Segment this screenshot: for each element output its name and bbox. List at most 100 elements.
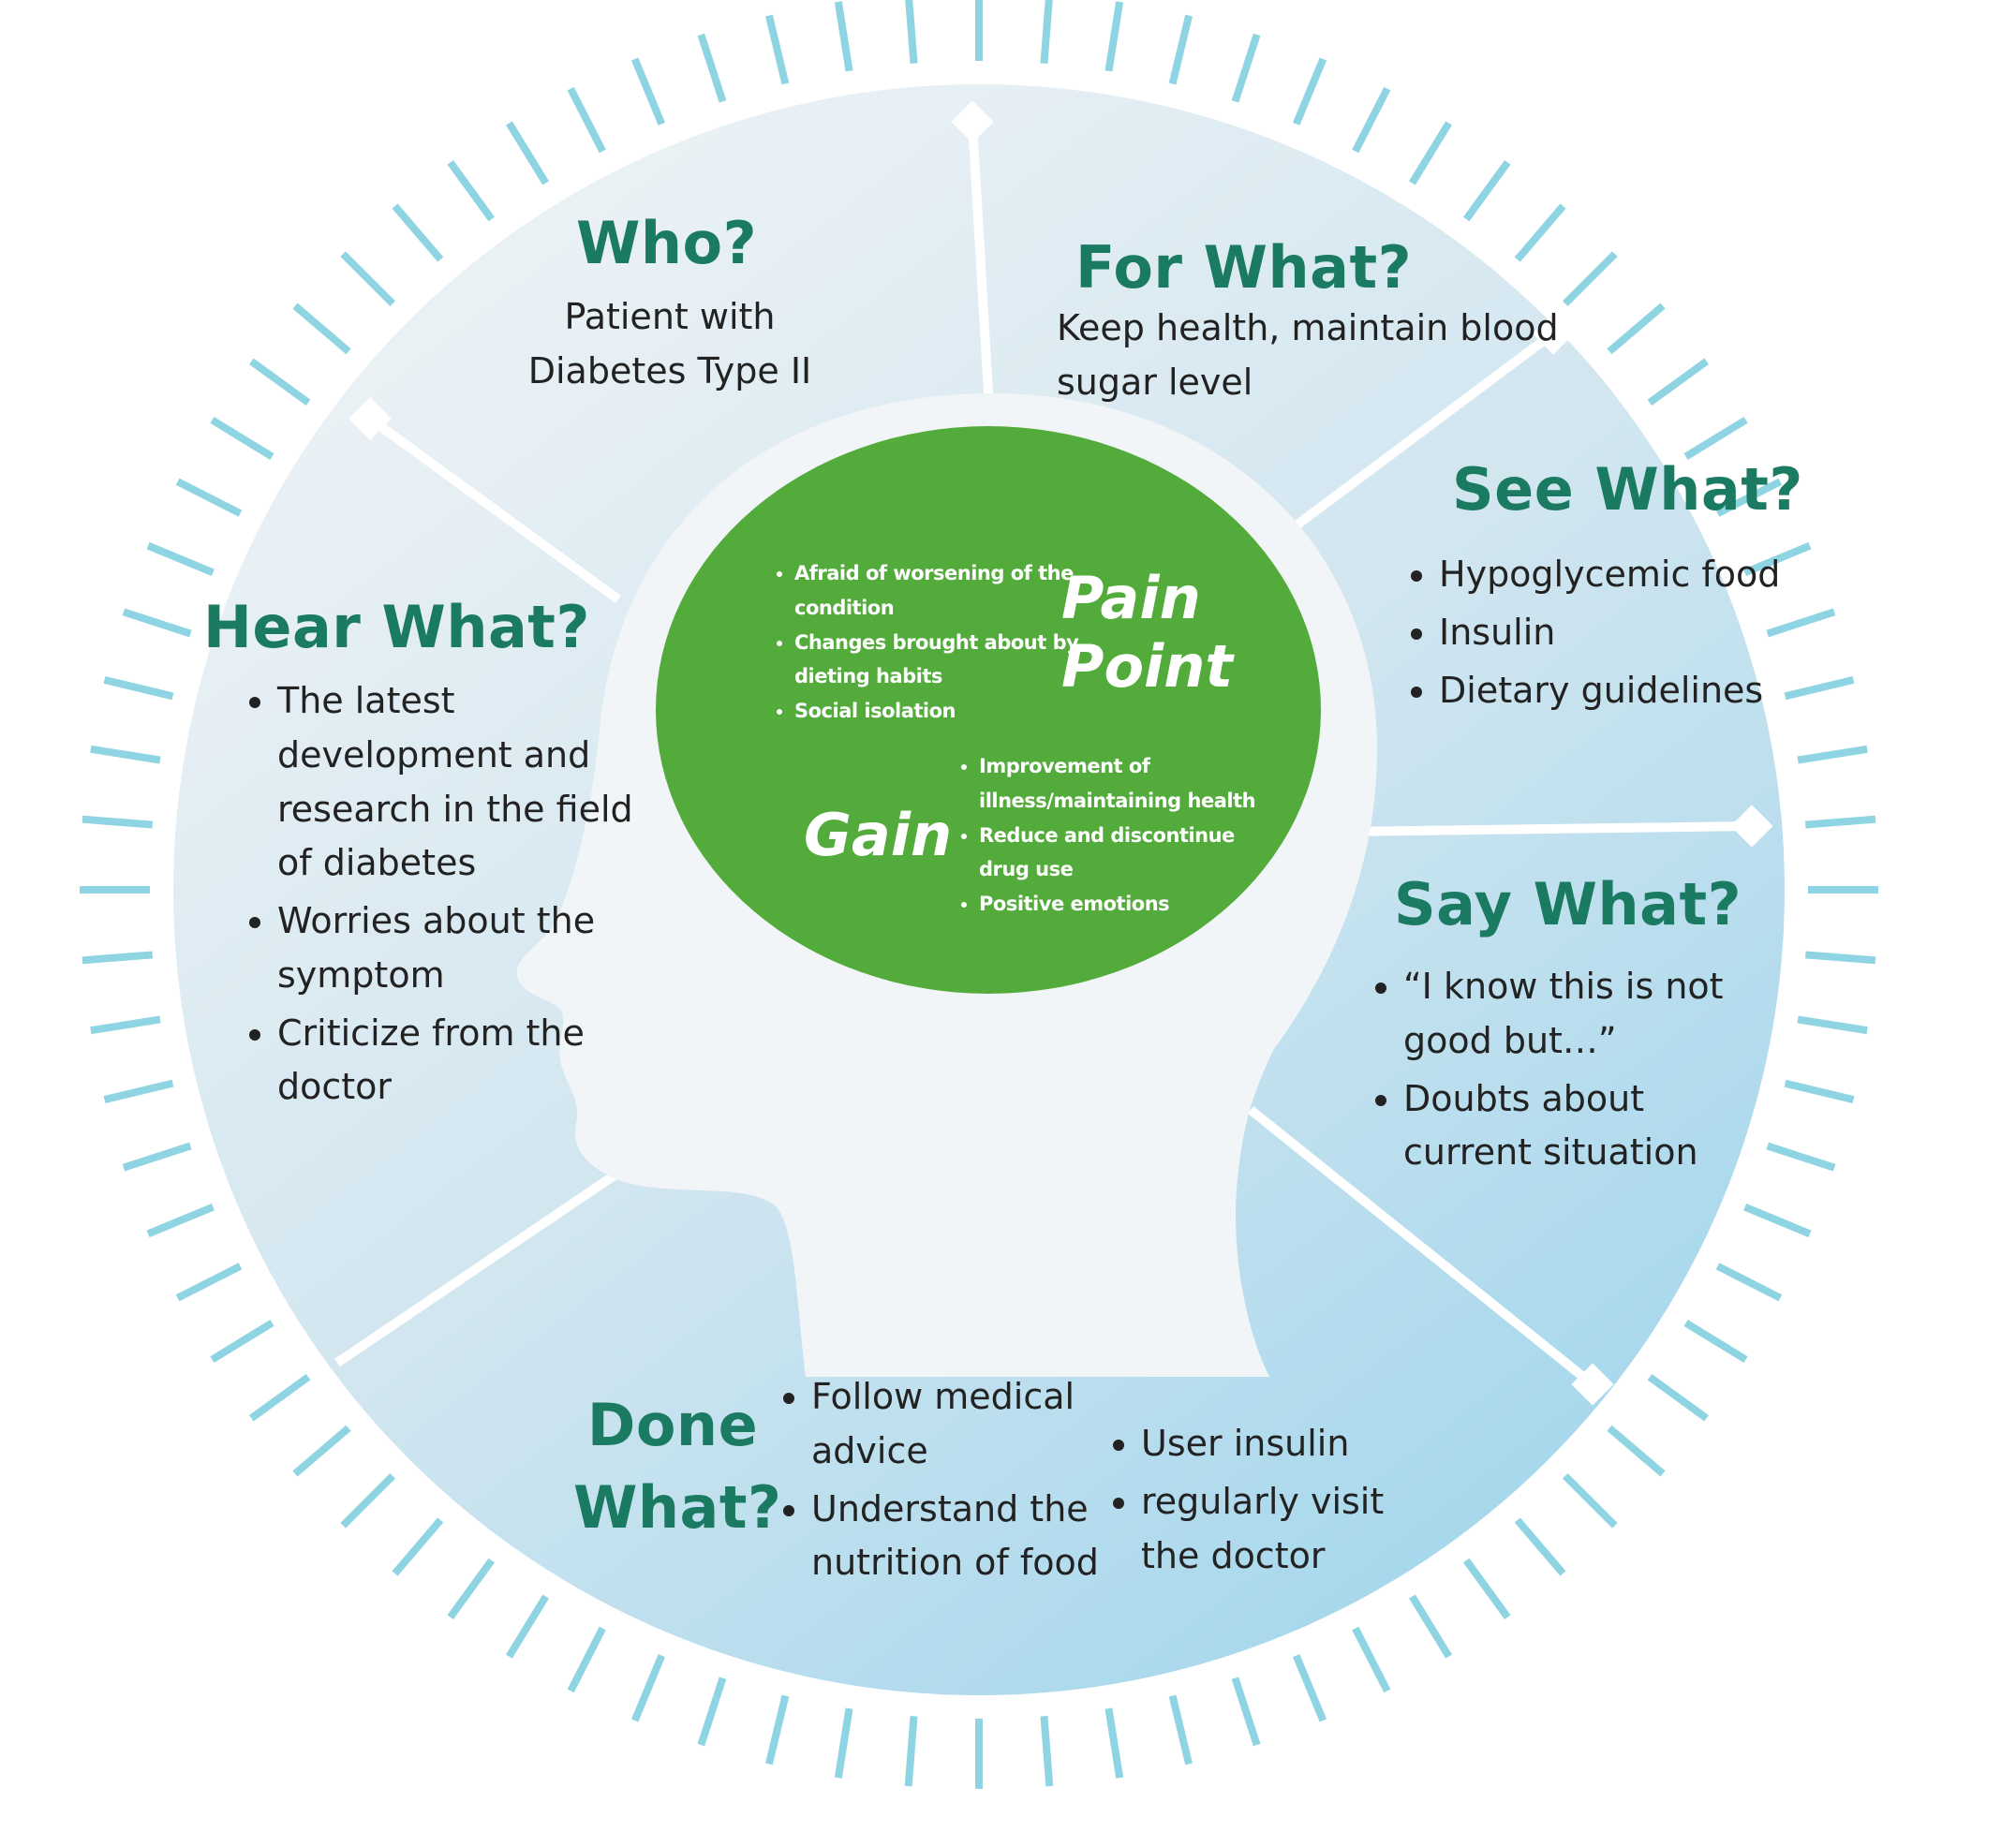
list-item: “I know this is not good but…”	[1403, 960, 1727, 1069]
list-item: Changes brought about by dieting habits	[794, 626, 1085, 695]
tick-mark	[1514, 1517, 1566, 1576]
tick-mark	[765, 14, 790, 85]
divider-line	[1339, 821, 1753, 836]
tick-mark	[1766, 608, 1836, 638]
tick-mark	[1743, 1203, 1812, 1238]
tick-mark	[1040, 1715, 1054, 1787]
tick-mark	[175, 1263, 243, 1302]
tick-mark	[1647, 1373, 1710, 1422]
who-text: Patient with Diabetes Type II	[527, 296, 812, 392]
tick-mark	[292, 1425, 351, 1477]
tick-mark	[1607, 1425, 1666, 1477]
tick-mark	[1683, 416, 1748, 460]
tick-mark	[1715, 478, 1783, 517]
tick-mark	[1231, 33, 1261, 103]
tick-mark	[248, 1373, 311, 1422]
tick-mark	[103, 1079, 174, 1103]
tick-mark	[175, 478, 243, 517]
tick-mark	[1607, 303, 1666, 355]
tick-mark	[82, 951, 154, 965]
tick-mark	[146, 1203, 215, 1238]
tick-mark	[447, 1558, 496, 1620]
list-item: Insulin	[1439, 606, 1814, 660]
tick-mark	[1784, 676, 1855, 701]
tick-mark	[697, 33, 727, 103]
tick-mark	[1104, 1, 1124, 72]
tick-mark	[1715, 1263, 1783, 1302]
radial-ticks	[80, 0, 1878, 1789]
tick-mark	[567, 1626, 606, 1693]
divider-line	[334, 1143, 659, 1367]
tick-mark	[834, 1707, 853, 1779]
say-what-title: Say What?	[1394, 870, 1742, 938]
tick-mark	[122, 608, 192, 638]
tick-mark	[630, 57, 666, 126]
tick-mark	[1168, 1694, 1193, 1766]
tick-mark	[1804, 951, 1876, 965]
say-what-list: “I know this is not good but…” Doubts ab…	[1358, 960, 1727, 1184]
divider-line	[1247, 1106, 1596, 1388]
tick-mark	[505, 1594, 549, 1659]
list-item: Social isolation	[794, 694, 1085, 729]
tick-mark	[392, 1517, 444, 1576]
divider-marker	[1730, 805, 1773, 848]
tick-mark	[1409, 1594, 1453, 1659]
list-item: Positive emotions	[979, 887, 1279, 922]
tick-mark	[90, 745, 161, 764]
tick-mark	[1514, 203, 1566, 262]
list-item: Criticize from the doctor	[277, 1007, 643, 1115]
pain-point-title: Pain Point	[1061, 564, 1234, 702]
tick-mark	[392, 203, 444, 262]
tick-mark	[90, 1015, 161, 1035]
tick-mark	[340, 1472, 396, 1529]
list-item: Dietary guidelines	[1439, 664, 1814, 718]
list-item: Improvement of illness/maintaining healt…	[979, 749, 1279, 819]
done-what-list-right: User insulin regularly visit the doctor	[1096, 1417, 1450, 1587]
divider-line	[1295, 329, 1556, 529]
gain-title: Gain	[804, 801, 953, 869]
tick-mark	[1804, 815, 1876, 829]
see-what-list: Hypoglycemic food Insulin Dietary guidel…	[1394, 548, 1814, 721]
list-item: Follow medical advice	[811, 1370, 1130, 1479]
tick-mark	[1104, 1707, 1124, 1779]
tick-mark	[82, 815, 154, 829]
list-item: Hypoglycemic food	[1439, 548, 1814, 602]
tick-mark	[1292, 57, 1327, 126]
tick-mark	[1462, 159, 1511, 222]
tick-mark	[1231, 1677, 1261, 1747]
tick-mark	[905, 0, 918, 65]
tick-mark	[248, 358, 311, 406]
hear-what-list: The latest development and research in t…	[232, 674, 643, 1118]
list-item: regularly visit the doctor	[1141, 1475, 1450, 1584]
hear-what-title: Hear What?	[203, 593, 590, 661]
tick-mark	[1462, 1558, 1511, 1620]
tick-mark	[505, 121, 549, 185]
tick-mark	[904, 1715, 918, 1787]
divider-line	[968, 121, 993, 394]
divider-line	[367, 414, 621, 604]
gain-list: Improvement of illness/maintaining healt…	[955, 749, 1279, 922]
tick-mark	[1797, 1015, 1868, 1035]
list-item: Doubts about current situation	[1403, 1072, 1727, 1181]
tick-mark	[447, 159, 496, 222]
tick-mark	[340, 251, 396, 307]
tick-mark	[1743, 541, 1812, 577]
tick-mark	[834, 1, 853, 72]
divider-marker	[1571, 1363, 1614, 1406]
tick-mark	[1766, 1142, 1836, 1172]
done-what-list-left: Follow medical advice Understand the nut…	[766, 1370, 1130, 1594]
tick-mark	[210, 416, 274, 460]
list-item: The latest development and research in t…	[277, 674, 643, 891]
tick-mark	[1647, 358, 1710, 406]
tick-mark	[1797, 745, 1868, 764]
tick-mark	[1409, 121, 1453, 185]
for-what-text: Keep health, maintain blood sugar level	[1057, 307, 1559, 403]
see-what-title: See What?	[1452, 455, 1803, 524]
tick-mark	[122, 1142, 192, 1172]
tick-mark	[292, 303, 351, 355]
tick-mark	[1352, 86, 1391, 154]
tick-mark	[1562, 251, 1618, 307]
done-what-title: Done What?	[573, 1391, 782, 1543]
